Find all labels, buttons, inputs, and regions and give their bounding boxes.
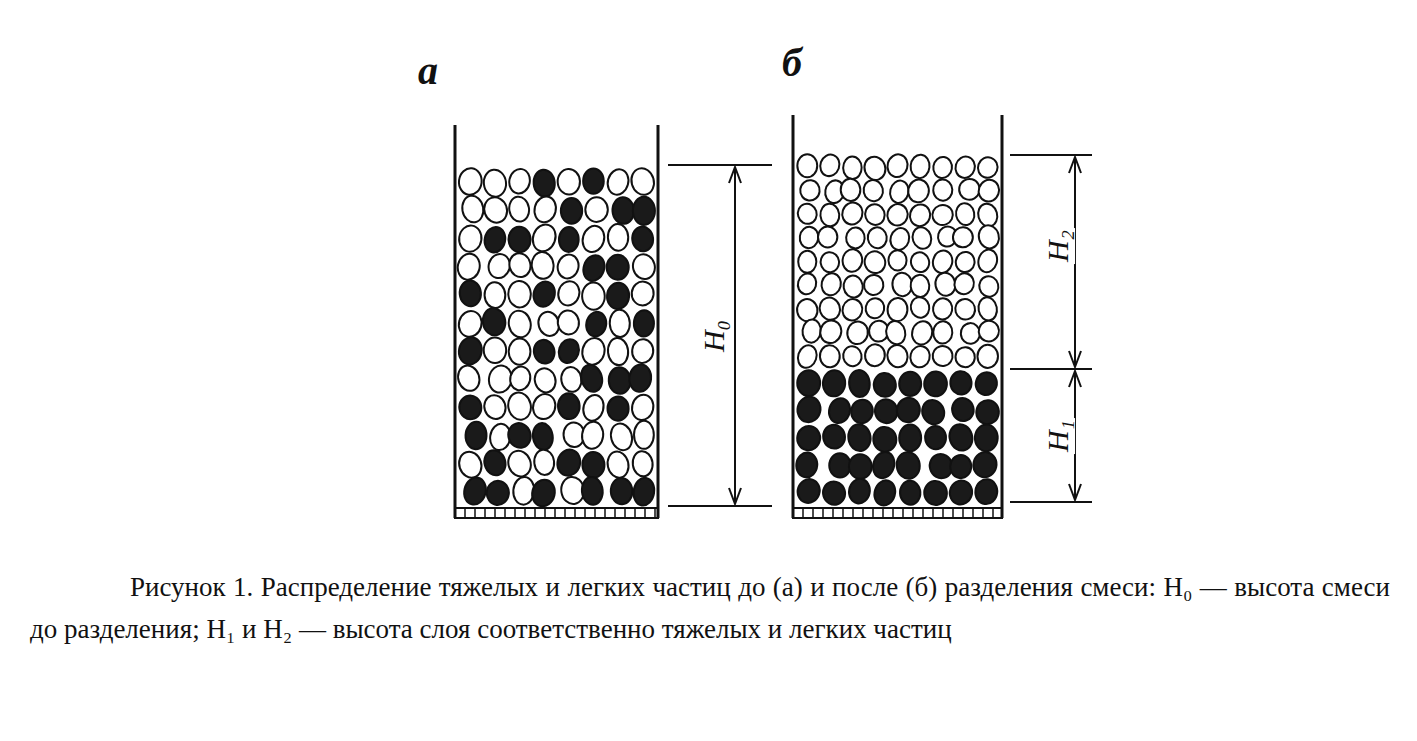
container-after <box>793 115 1002 518</box>
panel-letter: а <box>416 47 440 94</box>
dimension-lines <box>668 155 1092 506</box>
dimension-label: H₁ <box>1041 418 1075 454</box>
dimension-label: H₂ <box>1041 228 1075 264</box>
figure-caption: Рисунок 1. Распределение тяжелых и легки… <box>30 566 1390 650</box>
container-before <box>455 125 658 518</box>
panel-letter: б <box>780 39 804 86</box>
dimension-label: H₀ <box>697 318 731 354</box>
